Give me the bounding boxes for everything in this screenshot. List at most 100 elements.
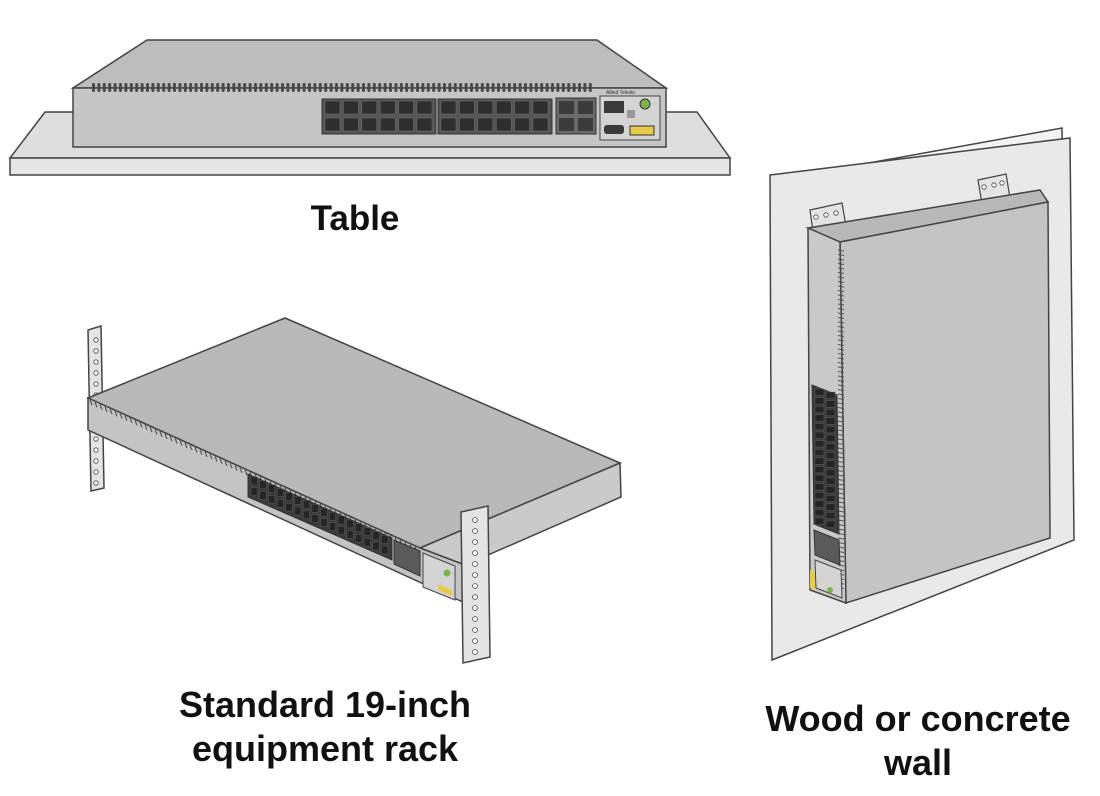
vent-slot	[378, 83, 382, 92]
vent-slot	[588, 83, 592, 92]
vent-slot	[480, 83, 484, 92]
bracket-hole	[813, 214, 819, 220]
vent-slot	[837, 402, 845, 405]
caption-wall-line-1: Wood or concrete	[765, 698, 1071, 739]
vent-slot	[837, 474, 845, 477]
vent-slot	[199, 449, 203, 455]
vent-slot	[837, 361, 845, 365]
ethernet-port	[268, 495, 276, 504]
vent-slot	[837, 370, 845, 374]
ethernet-port	[814, 431, 825, 439]
ethernet-port	[825, 520, 836, 528]
ethernet-port	[268, 484, 276, 493]
vent-slot	[837, 298, 845, 302]
vent-slot	[114, 411, 118, 417]
vent-slot	[837, 258, 845, 261]
vent-slot	[124, 415, 128, 422]
vent-slot	[837, 564, 845, 567]
vent-slot	[243, 83, 247, 92]
vent-slot	[340, 83, 344, 92]
vent-slot	[551, 83, 554, 92]
vent-slot	[837, 397, 845, 401]
vent-slot	[837, 388, 845, 392]
vent-slot	[313, 83, 317, 92]
rail-holes	[472, 517, 478, 655]
vent-slot	[139, 422, 143, 428]
vent-slot	[97, 83, 101, 92]
ethernet-port	[825, 477, 836, 485]
rail-hole	[472, 528, 478, 534]
ethernet-port	[814, 517, 825, 525]
vent-slot	[421, 83, 425, 92]
ethernet-port	[825, 503, 836, 511]
ethernet-port	[311, 514, 319, 523]
bracket-hole	[999, 180, 1005, 186]
vent-slot	[164, 433, 168, 440]
ethernet-port	[459, 117, 475, 132]
port-block	[321, 98, 553, 135]
status-led	[639, 98, 651, 110]
ethernet-port	[398, 100, 414, 115]
ethernet-port	[532, 117, 549, 132]
vent-slot	[399, 83, 403, 92]
vent-slot	[837, 393, 845, 396]
ethernet-port	[324, 100, 341, 115]
vent-slot	[335, 83, 338, 92]
vent-slot	[437, 83, 441, 92]
rail-hole	[472, 583, 478, 589]
rail-hole	[93, 337, 99, 343]
vent-slot	[475, 83, 479, 92]
vent-slot	[92, 83, 95, 92]
rail-hole	[93, 458, 99, 464]
vent-slot	[239, 467, 243, 473]
ethernet-port	[814, 388, 825, 396]
ethernet-port	[825, 434, 836, 442]
vent-slot	[174, 438, 178, 444]
ethernet-port	[825, 400, 836, 408]
ethernet-port	[276, 488, 284, 497]
vent-slot	[534, 83, 538, 92]
vent-slot	[837, 483, 845, 486]
vent-slot	[146, 83, 149, 92]
ethernet-port	[825, 426, 836, 434]
ethernet-port	[320, 508, 328, 517]
ethernet-port	[355, 534, 363, 543]
vent-slot	[837, 285, 845, 288]
vent-slot	[154, 429, 158, 435]
vent-slot	[502, 83, 506, 92]
vent-slot	[837, 343, 845, 347]
rail-hole	[472, 594, 478, 600]
vent-slot	[291, 83, 295, 92]
rail-hole	[93, 359, 99, 365]
vent-slot	[219, 458, 223, 464]
ethernet-port	[294, 496, 302, 505]
vent-slot	[129, 417, 133, 424]
vent-slot	[837, 406, 845, 410]
vent-slot	[837, 379, 845, 383]
bracket-hole	[981, 184, 987, 190]
vent-slot	[837, 330, 845, 333]
ethernet-port	[329, 522, 336, 531]
vent-slot	[362, 83, 365, 92]
vent-slot	[837, 339, 845, 342]
ethernet-port	[495, 100, 512, 115]
ethernet-port	[381, 545, 389, 555]
ethernet-port	[814, 449, 825, 456]
rail-hole	[93, 480, 99, 486]
vent-slot	[837, 294, 845, 297]
vent-slot	[194, 83, 198, 92]
vent-slot	[837, 487, 845, 491]
ethernet-port	[337, 526, 345, 535]
vent-slot	[837, 289, 845, 293]
vent-slot	[216, 83, 220, 92]
ethernet-port	[363, 527, 371, 536]
caption-rack: Standard 19-inch equipment rack	[120, 683, 530, 771]
vent-slot	[372, 83, 376, 92]
vent-slot	[837, 465, 845, 468]
vent-slot	[524, 83, 527, 92]
rail-hole	[472, 638, 478, 644]
rail-hole	[472, 616, 478, 622]
vent-slot	[837, 433, 845, 437]
vent-slot	[837, 253, 845, 257]
vent-slot	[448, 83, 452, 92]
